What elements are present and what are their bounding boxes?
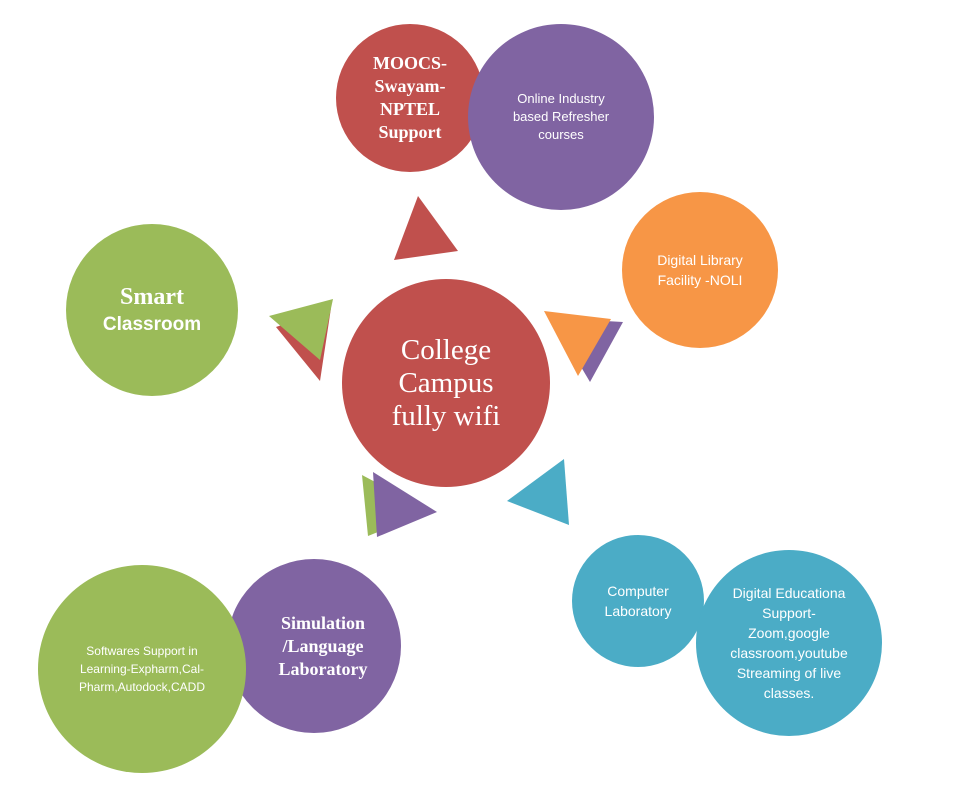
moocs-label: MOOCS- Swayam- NPTEL Support [373,53,447,142]
digital-library-label: Digital Library Facility -NOLI [657,252,743,288]
smart-classroom-label-line2: Classroom [102,314,202,335]
arrow-to-computer-lab [507,459,569,525]
moocs-circle: MOOCS- Swayam- NPTEL Support [336,24,484,172]
digital-library-circle: Digital Library Facility -NOLI [622,192,778,348]
smart-classroom-circle: Smart Classroom [66,224,238,396]
software-support-label: Softwares Support in Learning-Expharm,Ca… [78,644,206,694]
digital-education-label: Digital Educationa Support- Zoom,google … [730,585,848,701]
simulation-lab-label: Simulation /Language Laboratory [278,612,368,679]
arrow-to-moocs [394,196,458,260]
center-label: College Campus fully wifi [391,333,501,432]
online-courses-label: Online Industry based Refresher courses [512,91,610,142]
arrow-to-labs [373,472,437,537]
arrow-to-library [544,311,611,376]
smart-classroom-label-line1: Smart [120,284,184,310]
center-circle: College Campus fully wifi [342,279,550,487]
digital-education-circle: Digital Educationa Support- Zoom,google … [696,550,882,736]
arrow-to-smart-classroom [269,299,333,360]
computer-lab-label: Computer Laboratory [604,583,672,619]
simulation-lab-circle: Simulation /Language Laboratory [227,559,401,733]
online-courses-circle: Online Industry based Refresher courses [468,24,654,210]
software-support-circle: Softwares Support in Learning-Expharm,Ca… [38,565,246,773]
computer-lab-circle: Computer Laboratory [572,535,704,667]
